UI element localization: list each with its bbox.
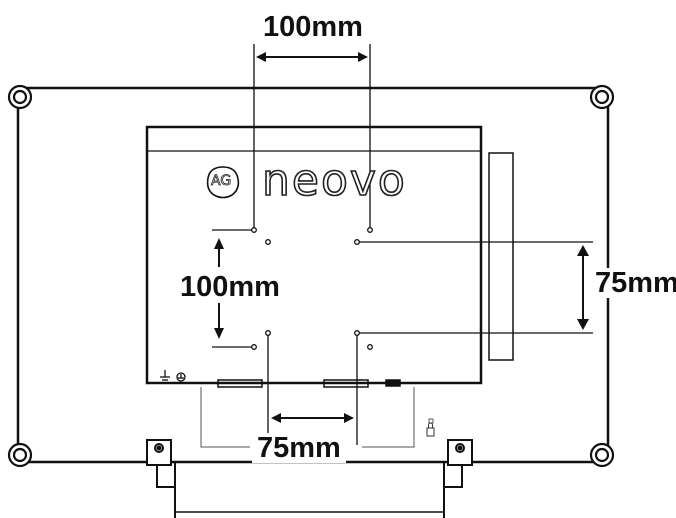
mount-hole-100-br [367,344,373,350]
stand-neck [200,387,415,448]
logo-mark-text: AG [211,173,232,190]
dimension-label-100mm-horizontal: 100mm [263,11,363,43]
stand-base [156,462,463,518]
corner-foot-bottom-right [589,442,615,468]
mount-hole-100-bl [251,344,257,350]
connector-tabs [217,379,401,388]
monitor-outer-frame [16,86,610,464]
stand-bracket-right [447,439,473,466]
stand-bracket-left [146,439,172,466]
protective-earth-icon [176,372,186,382]
mount-hole-75-tr [354,239,360,245]
dimension-label-75mm-vertical: 75mm [595,268,676,298]
brand-name: neovo [261,155,407,206]
corner-foot-top-left [7,84,33,110]
dimension-label-75mm-horizontal: 75mm [252,433,346,463]
corner-foot-top-right [589,84,615,110]
mount-hole-100-tl [251,227,257,233]
ag-logo-icon [206,166,240,199]
corner-feet [7,84,615,468]
mount-hole-75-bl [265,330,271,336]
dimension-arrows [214,52,589,423]
mount-hole-75-br [354,330,360,336]
dimension-label-100mm-vertical: 100mm [180,271,280,303]
ground-symbol-icon [160,370,170,384]
lock-icon [426,418,435,437]
corner-foot-bottom-left [7,442,33,468]
side-slot [488,152,514,361]
mount-hole-75-tl [265,239,271,245]
extension-lines [212,44,593,445]
rear-panel [145,125,483,385]
mount-hole-100-tr [367,227,373,233]
